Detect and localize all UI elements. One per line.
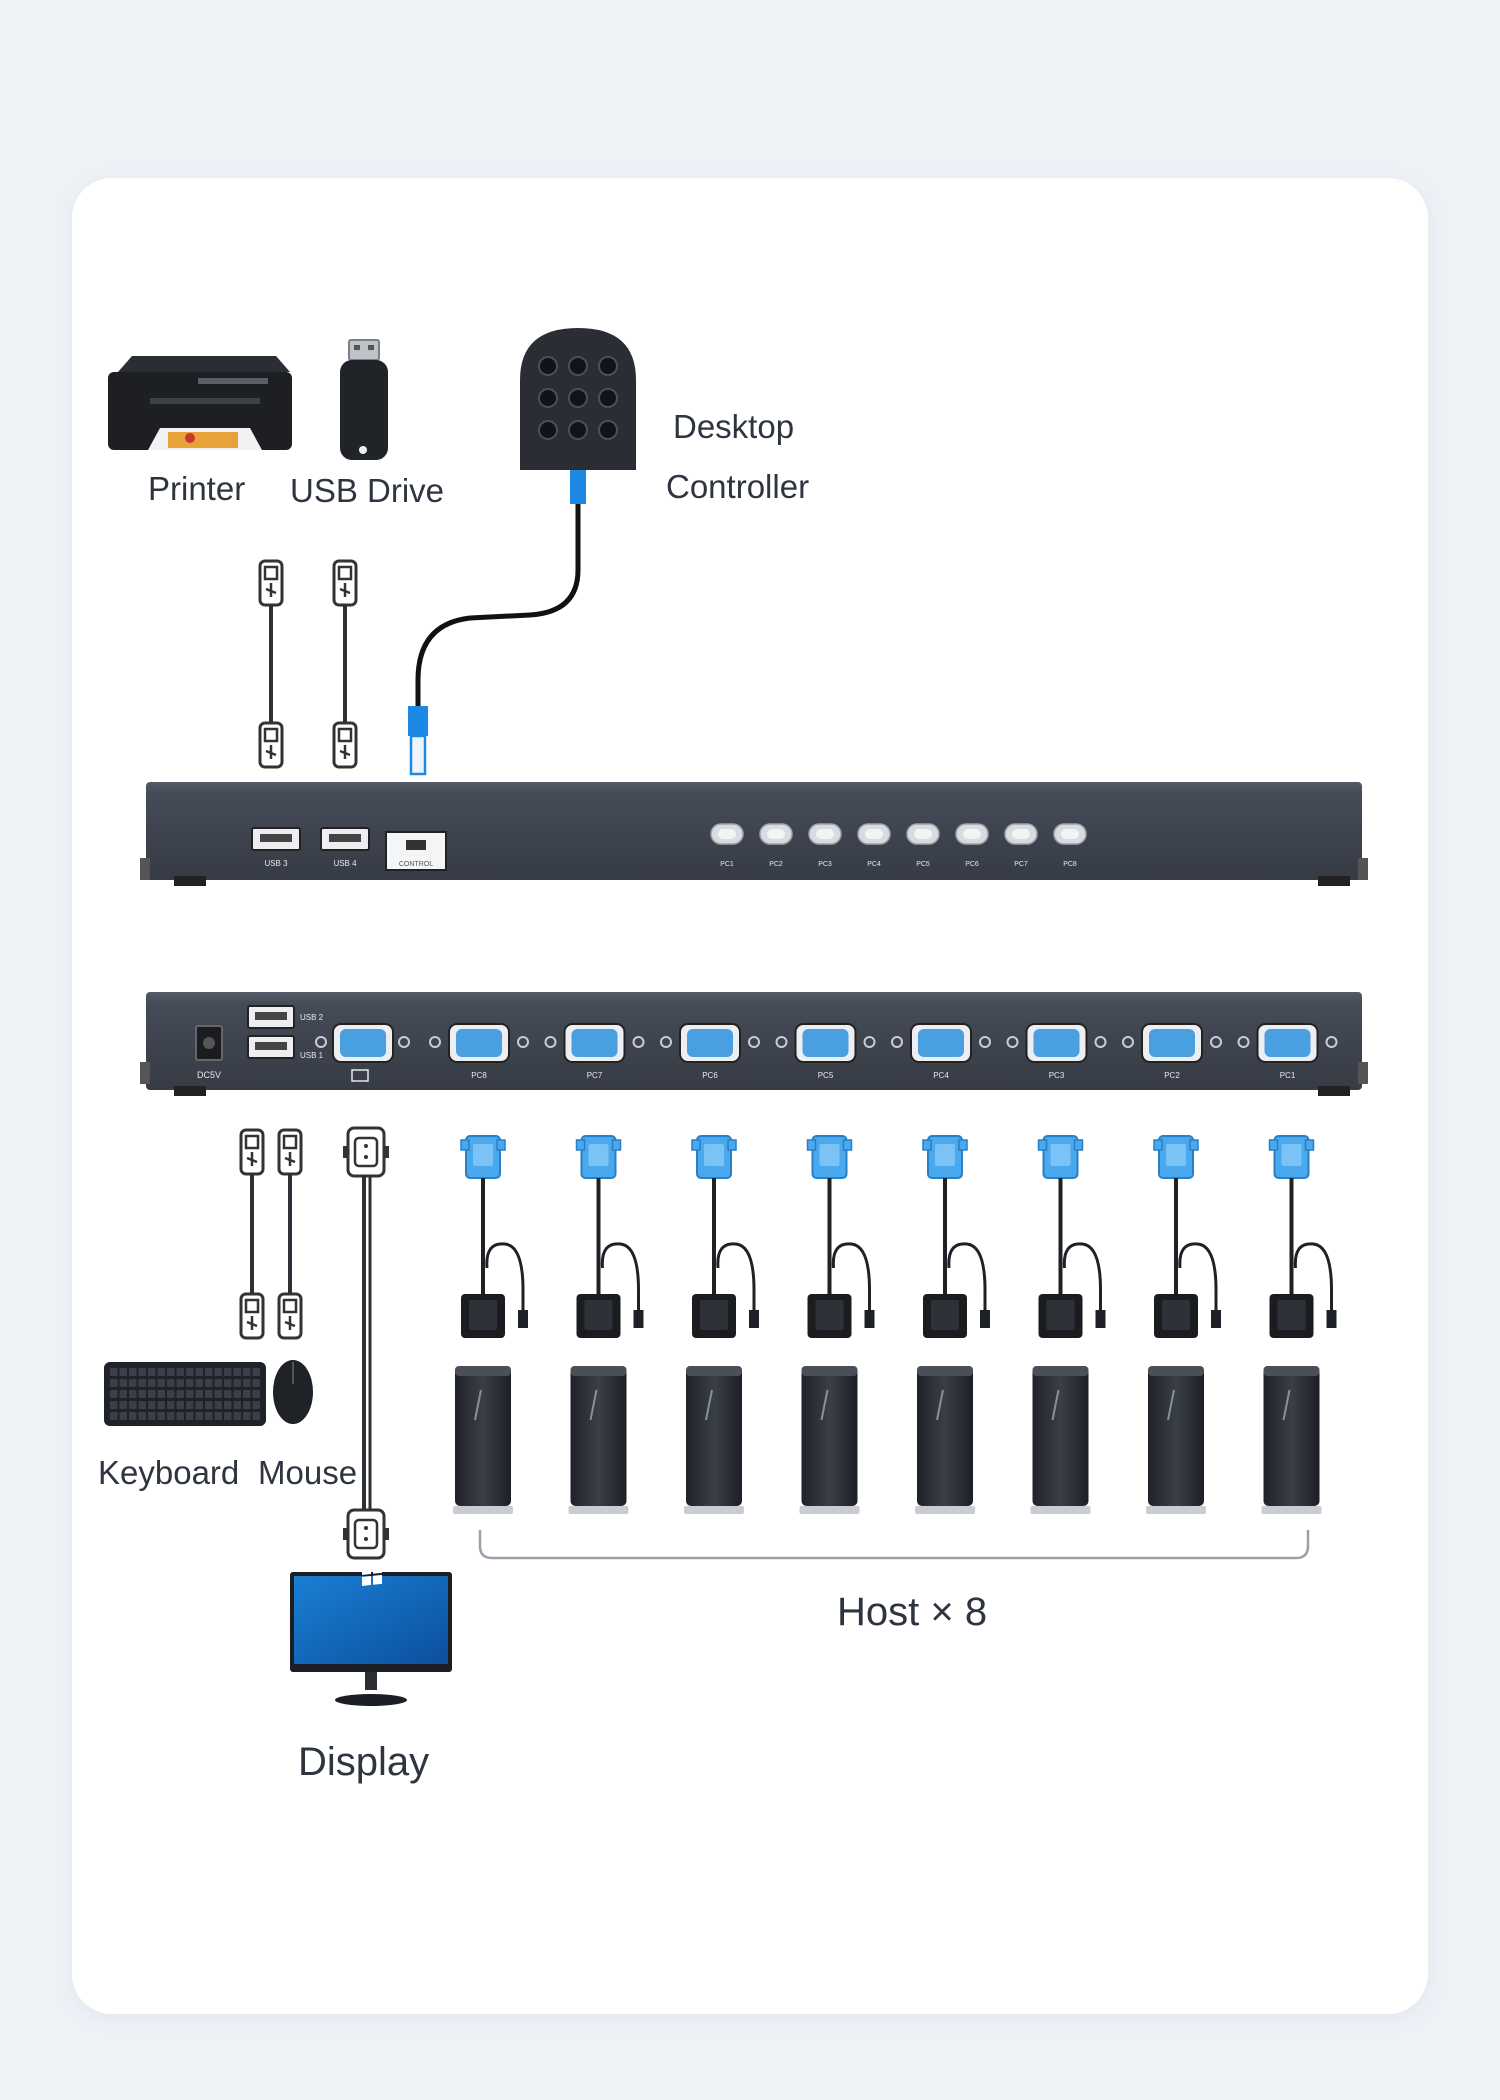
rear-usb-port-2[interactable] [247, 1005, 295, 1029]
vga-port-pc6[interactable] [660, 1023, 760, 1063]
pc-button-label-7: PC7 [1014, 861, 1028, 868]
host-vga-connector-icon [806, 1135, 853, 1179]
vga-port-pc5[interactable] [775, 1023, 876, 1063]
host-7 [1146, 1135, 1221, 1514]
hosts-bracket [478, 1530, 1310, 1560]
pc-tower-icon [915, 1366, 975, 1514]
host-vga-connector-icon [1268, 1135, 1315, 1179]
pc-button-7[interactable] [1004, 823, 1038, 845]
mouse-icon [273, 1360, 313, 1424]
pc-tower-icon [1146, 1366, 1206, 1514]
pc-tower-icon [453, 1366, 513, 1514]
host-vga-connector-icon [460, 1135, 506, 1179]
pc-button-3[interactable] [808, 823, 842, 845]
pc-button-5[interactable] [906, 823, 940, 845]
vga-port-label-pc6: PC6 [702, 1071, 718, 1080]
host-vga-connector-icon [1037, 1135, 1084, 1179]
front-usb-port-4[interactable] [320, 827, 370, 851]
vga-port-pc8[interactable] [429, 1023, 529, 1063]
pc-select-buttons: PC1 PC2 PC3 PC4 PC5 PC6 PC7 PC8 [710, 823, 1087, 868]
host-vga-connector-icon [575, 1135, 622, 1179]
usb-cable-mouse [277, 1128, 303, 1340]
pc-button-6[interactable] [955, 823, 989, 845]
printer-icon [108, 356, 292, 450]
keyboard-icon [104, 1362, 266, 1426]
vga-port-pc2[interactable] [1122, 1023, 1222, 1063]
vga-port-label-pc4: PC4 [933, 1071, 949, 1080]
front-usb-label-3: USB 3 [264, 859, 288, 868]
vga-port-label-pc1: PC1 [1280, 1071, 1296, 1080]
front-usb-label-4: USB 4 [333, 859, 357, 868]
desktop-controller-icon [520, 328, 636, 504]
vga-port-pc1[interactable] [1237, 1023, 1338, 1063]
vga-port-pc7[interactable] [544, 1023, 645, 1063]
host-3 [684, 1135, 759, 1514]
host-5 [915, 1135, 990, 1514]
pc-tower-icon [799, 1366, 860, 1514]
vga-port-pc4[interactable] [891, 1023, 991, 1063]
usb-cable-keyboard [239, 1128, 265, 1340]
printer-label: Printer [148, 470, 246, 507]
host-computers [453, 1135, 1337, 1514]
dc-power-label: DC5V [197, 1070, 221, 1080]
pc-button-4[interactable] [857, 823, 891, 845]
rear-usb-label-2: USB 2 [300, 1013, 324, 1022]
vga-port-label-pc7: PC7 [587, 1071, 603, 1080]
controller-cable [408, 504, 581, 776]
pc-button-label-4: PC4 [867, 861, 881, 868]
pc-button-label-1: PC1 [720, 861, 734, 868]
console-vga-port[interactable] [315, 1023, 410, 1063]
rear-usb-label-1: USB 1 [300, 1051, 324, 1060]
pc-button-label-8: PC8 [1063, 861, 1077, 868]
host-vga-connector-icon [1153, 1135, 1199, 1179]
control-port[interactable] [385, 831, 447, 871]
dc-power-jack[interactable] [195, 1025, 223, 1061]
usb-drive-icon [340, 339, 388, 460]
monitor-symbol-icon [351, 1069, 369, 1082]
display-monitor-icon [290, 1563, 452, 1706]
vga-port-label-pc2: PC2 [1164, 1071, 1180, 1080]
keyboard-label: Keyboard [98, 1454, 240, 1491]
pc-button-1[interactable] [710, 823, 744, 845]
pc-tower-icon [1030, 1366, 1091, 1514]
pc-button-2[interactable] [759, 823, 793, 845]
front-usb-port-3[interactable] [251, 827, 301, 851]
content-card [72, 178, 1428, 2014]
vga-port-label-pc5: PC5 [818, 1071, 834, 1080]
host-vga-ports: PC8 PC7 PC6 PC5 PC4 PC3 PC2 PC1 [429, 1023, 1338, 1080]
pc-tower-icon [568, 1366, 629, 1514]
vga-cable-display [341, 1126, 391, 1560]
desktop-controller-label-line1: Desktop [673, 408, 795, 445]
desktop-controller-label-line2: Controller [666, 468, 810, 505]
pc-tower-icon [684, 1366, 744, 1514]
pc-tower-icon [1261, 1366, 1322, 1514]
display-label: Display [298, 1740, 430, 1784]
host-8 [1261, 1135, 1337, 1514]
pc-button-8[interactable] [1053, 823, 1087, 845]
hosts-label: Host × 8 [837, 1590, 988, 1634]
windows-logo-icon [362, 1563, 382, 1586]
host-6 [1030, 1135, 1106, 1514]
usb-cable-usb-drive [332, 559, 358, 769]
vga-port-label-pc8: PC8 [471, 1071, 487, 1080]
control-port-label: CONTROL [399, 861, 433, 868]
pc-button-label-3: PC3 [818, 861, 832, 868]
host-2 [568, 1135, 644, 1514]
rear-usb-port-1[interactable] [247, 1035, 295, 1059]
host-1 [453, 1135, 528, 1514]
pc-button-label-2: PC2 [769, 861, 783, 868]
host-vga-connector-icon [922, 1135, 968, 1179]
pc-button-label-6: PC6 [965, 861, 979, 868]
vga-port-label-pc3: PC3 [1049, 1071, 1065, 1080]
vga-port-pc3[interactable] [1006, 1023, 1107, 1063]
usb-cable-printer [258, 559, 284, 769]
pc-button-label-5: PC5 [916, 861, 930, 868]
host-4 [799, 1135, 875, 1514]
host-vga-connector-icon [691, 1135, 737, 1179]
mouse-label: Mouse [258, 1454, 358, 1491]
usb-drive-label: USB Drive [290, 472, 445, 509]
